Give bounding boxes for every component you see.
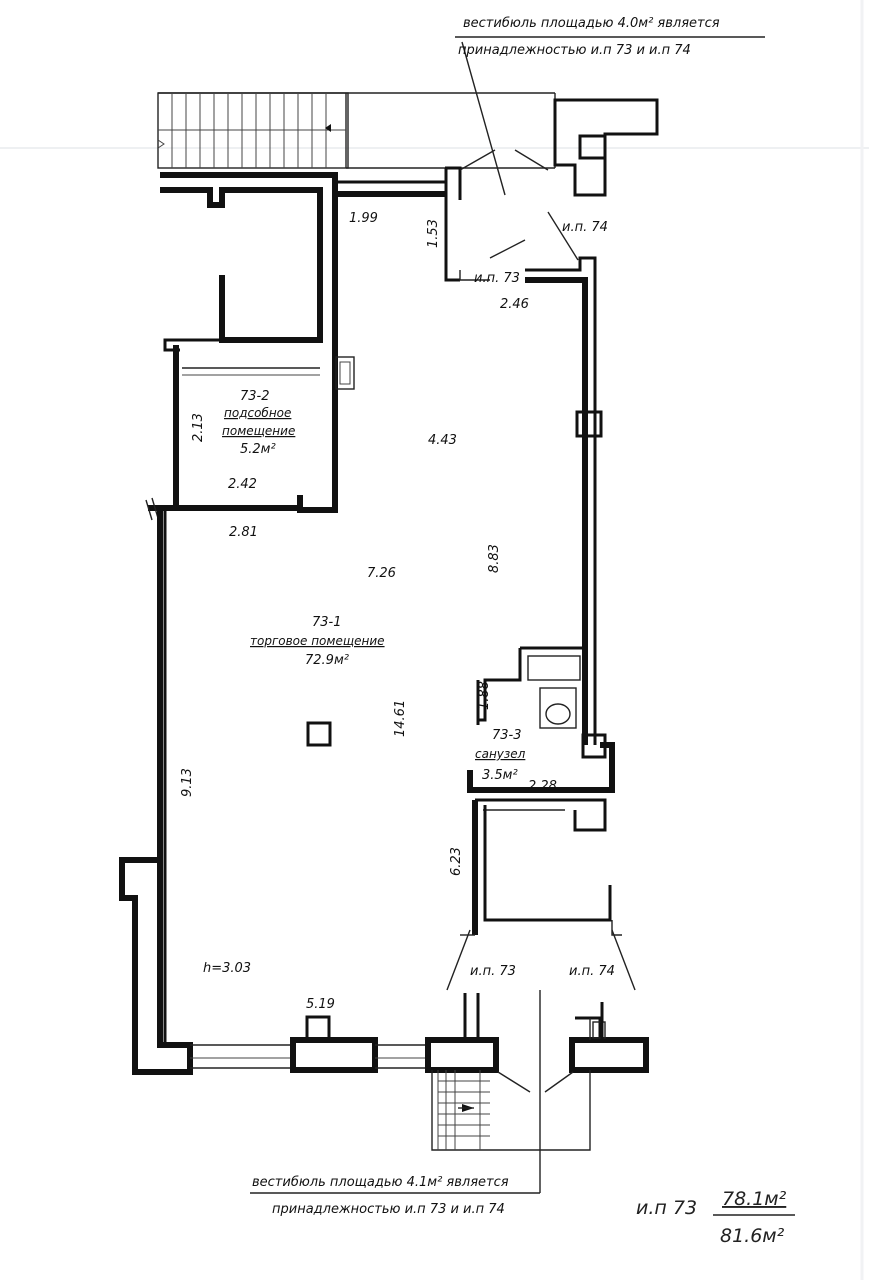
bathroom-73-3 bbox=[467, 646, 615, 793]
top-note-line1: вестибюль площадью 4.0м² является bbox=[463, 16, 720, 31]
dim-9-13: 9.13 bbox=[180, 768, 195, 797]
unit-label-bottom-74: и.п. 74 bbox=[569, 964, 615, 979]
leader-lines bbox=[250, 36, 795, 1216]
room-73-2-name2: помещение bbox=[222, 424, 295, 438]
summary-area-bottom: 81.6м² bbox=[720, 1225, 785, 1247]
summary-unit-label: и.п 73 bbox=[636, 1197, 697, 1219]
dim-4-43: 4.43 bbox=[428, 433, 457, 448]
dim-2-42: 2.42 bbox=[228, 477, 257, 492]
room-73-1-name: торговое помещение bbox=[250, 634, 385, 648]
dim-2-13: 2.13 bbox=[191, 413, 206, 442]
dim-8-83: 8.83 bbox=[487, 544, 502, 573]
room-73-2-id: 73-2 bbox=[240, 389, 270, 404]
summary-area-top: 78.1м² bbox=[722, 1188, 787, 1210]
room-73-3-name: санузел bbox=[475, 747, 526, 761]
top-right-structure bbox=[553, 98, 659, 197]
bottom-vestibule bbox=[431, 1070, 591, 1151]
dim-2-81: 2.81 bbox=[229, 525, 258, 540]
room-73-3-area: 3.5м² bbox=[482, 768, 518, 783]
room-73-2-name1: подсобное bbox=[224, 406, 291, 420]
unit-label-bottom-73: и.п. 73 bbox=[470, 964, 516, 979]
ceiling-height: h=3.03 bbox=[203, 961, 251, 976]
lower-right-corridor bbox=[446, 798, 636, 991]
dim-14-61: 14.61 bbox=[393, 700, 408, 737]
room-73-3-id: 73-3 bbox=[492, 728, 522, 743]
dim-1-99: 1.99 bbox=[349, 211, 378, 226]
room-73-1-area: 72.9м² bbox=[305, 653, 349, 668]
right-wall bbox=[575, 258, 603, 745]
bottom-note-line1: вестибюль площадью 4.1м² является bbox=[252, 1175, 509, 1190]
top-note-line2: принадлежностью и.п 73 и и.п 74 bbox=[458, 43, 691, 58]
dim-2-28: 2.28 bbox=[528, 779, 557, 794]
dim-1-53: 1.53 bbox=[426, 219, 441, 248]
unit-label-top-74: и.п. 74 bbox=[562, 220, 608, 235]
dim-7-26: 7.26 bbox=[367, 566, 396, 581]
bottom-note-line2: принадлежностью и.п 73 и и.п 74 bbox=[272, 1202, 505, 1217]
dim-1-88: 1.88 bbox=[477, 681, 492, 710]
dim-5-19: 5.19 bbox=[306, 997, 335, 1012]
dim-2-46: 2.46 bbox=[500, 297, 529, 312]
room-73-1-id: 73-1 bbox=[312, 615, 342, 630]
main-exterior bbox=[119, 505, 649, 1075]
column bbox=[306, 721, 332, 747]
dim-6-23: 6.23 bbox=[449, 847, 464, 876]
staircase bbox=[157, 92, 556, 169]
room-73-2-area: 5.2м² bbox=[240, 442, 276, 457]
upper-walls bbox=[160, 168, 460, 513]
unit-label-top-73: и.п. 73 bbox=[474, 271, 520, 286]
